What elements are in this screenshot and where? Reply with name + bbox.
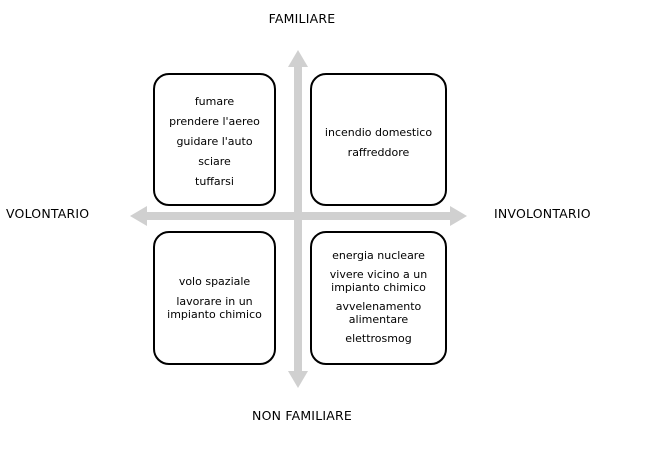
vertical-axis-shaft: [294, 64, 302, 378]
list-item: prendere l'aereo: [169, 115, 260, 128]
list-item: vivere vicino a un impianto chimico: [329, 268, 428, 294]
quadrant-non-familiare-volontario: volo spaziale lavorare in un impianto ch…: [153, 231, 276, 365]
quadrant-familiare-involontario: incendio domestico raffreddore: [310, 73, 447, 206]
list-item: incendio domestico: [324, 126, 433, 139]
axis-label-volontario: VOLONTARIO: [6, 206, 90, 221]
list-item: avvelenamento alimentare: [335, 300, 422, 326]
axis-arrowhead-down: [288, 371, 308, 388]
list-item: tuffarsi: [195, 175, 234, 188]
list-item: volo spaziale: [178, 275, 251, 288]
list-item: energia nucleare: [332, 249, 425, 262]
axis-arrow-group: [130, 50, 467, 388]
axis-arrowhead-right: [450, 206, 467, 226]
axis-arrowhead-up: [288, 50, 308, 67]
list-item: raffreddore: [347, 146, 410, 159]
axis-label-familiare: FAMILIARE: [268, 11, 336, 26]
list-item: guidare l'auto: [176, 135, 253, 148]
list-item: lavorare in un impianto chimico: [167, 295, 262, 321]
axis-label-involontario: INVOLONTARIO: [494, 206, 591, 221]
quadrant-familiare-volontario: fumare prendere l'aereo guidare l'auto s…: [153, 73, 276, 206]
list-item: fumare: [194, 95, 235, 108]
list-item: elettrosmog: [345, 332, 412, 345]
list-item: sciare: [198, 155, 231, 168]
axis-label-non-familiare: NON FAMILIARE: [252, 408, 352, 423]
quadrant-non-familiare-involontario: energia nucleare vivere vicino a un impi…: [310, 231, 447, 365]
axis-arrowhead-left: [130, 206, 147, 226]
horizontal-axis-shaft: [143, 212, 455, 220]
